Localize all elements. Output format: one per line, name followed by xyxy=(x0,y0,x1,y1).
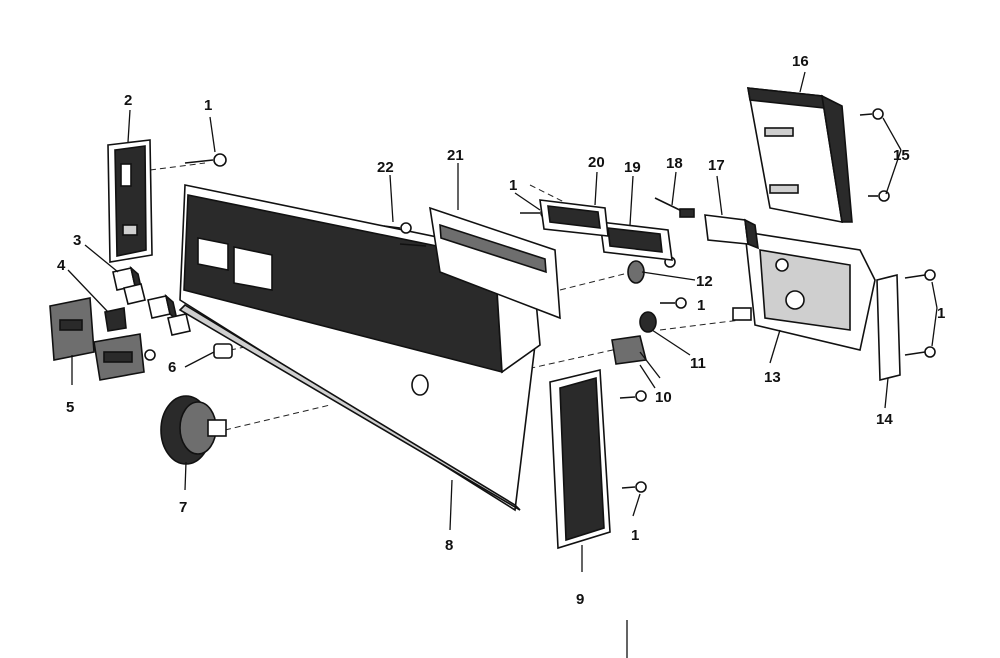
callout-14: 14 xyxy=(876,411,893,428)
part-20-switch-assembly xyxy=(539,199,609,237)
callout-8: 8 xyxy=(445,537,453,554)
callout-13: 13 xyxy=(764,369,781,386)
part-1-screw-top xyxy=(184,153,227,167)
part-9-vent-grille xyxy=(549,368,611,550)
part-10-door-switch xyxy=(611,335,661,379)
part-1-screw-lower xyxy=(619,390,647,493)
part-5-switch-strip xyxy=(49,297,156,381)
part-18-fuse xyxy=(654,197,695,218)
callout-11: 11 xyxy=(690,355,706,372)
callout-1-switch: 1 xyxy=(697,297,705,314)
callout-15: 15 xyxy=(893,147,910,164)
callout-9: 9 xyxy=(576,591,584,608)
part-14-end-bracket xyxy=(876,273,901,382)
part-12-clip xyxy=(627,256,676,284)
callout-21: 21 xyxy=(447,147,464,164)
part-15-screws xyxy=(859,108,890,202)
callout-1-mid: 1 xyxy=(509,177,517,194)
callout-1-top: 1 xyxy=(204,97,212,114)
callout-20: 20 xyxy=(588,154,605,171)
part-11-bracket xyxy=(639,311,657,333)
part-2-end-bracket xyxy=(107,139,153,263)
part-3-push-buttons xyxy=(112,265,191,336)
callout-19: 19 xyxy=(624,159,641,176)
part-19-switch-assembly xyxy=(599,221,673,261)
callout-7: 7 xyxy=(179,499,187,516)
callout-18: 18 xyxy=(666,155,683,172)
part-17-relay xyxy=(704,214,759,250)
part-22-screw xyxy=(383,222,427,247)
callout-6: 6 xyxy=(168,359,176,376)
callout-1-lower: 1 xyxy=(631,527,639,544)
callout-10: 10 xyxy=(655,389,672,406)
callout-5: 5 xyxy=(66,399,74,416)
part-6-knob-insert xyxy=(213,343,233,359)
callout-3: 3 xyxy=(73,232,81,249)
part-21-switch-board xyxy=(429,206,561,320)
callout-17: 17 xyxy=(708,157,725,174)
callout-4: 4 xyxy=(57,257,66,274)
callout-22: 22 xyxy=(377,159,394,176)
callout-2: 2 xyxy=(124,92,132,109)
part-16-timer-cover xyxy=(747,87,853,224)
callout-leaders xyxy=(67,71,938,658)
callout-1-right: 1 xyxy=(937,305,945,322)
part-13-timer-bracket xyxy=(732,231,876,351)
part-4-clip xyxy=(104,307,127,332)
part-1-screw-right xyxy=(904,269,936,358)
callout-labels: 1 2 3 4 5 6 7 8 9 10 11 12 13 14 15 16 1… xyxy=(57,53,945,608)
part-1-screw-switch xyxy=(660,297,687,309)
callout-16: 16 xyxy=(792,53,809,70)
part-7-dial-knob xyxy=(160,395,227,465)
callout-12: 12 xyxy=(696,273,713,290)
